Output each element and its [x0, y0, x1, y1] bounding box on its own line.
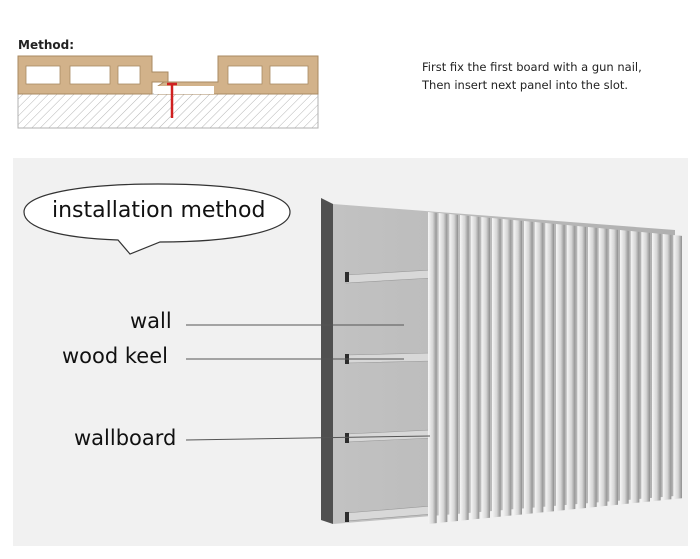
board-hollow	[269, 65, 309, 85]
board-cross-section-diagram	[17, 55, 319, 129]
instruction-line-2: Then insert next panel into the slot.	[422, 78, 629, 92]
wallboard-slat	[545, 223, 554, 513]
wallboard-slat	[566, 225, 576, 510]
wallboard-label: wallboard	[74, 426, 177, 450]
method-label: Method:	[18, 38, 74, 52]
wallboard-slat	[620, 230, 629, 505]
board-hollow	[227, 65, 263, 85]
wallboard-slat	[492, 218, 501, 518]
wallboard-slats	[428, 212, 682, 524]
wallboard-slat	[556, 224, 565, 511]
wallboard-slat	[534, 222, 544, 514]
board-hollow	[117, 65, 141, 85]
wallboard-slat	[652, 233, 661, 502]
wallboard-slat	[524, 221, 533, 515]
wallboard-slat	[449, 214, 458, 522]
board-hollow	[69, 65, 111, 85]
wallboard-slat	[588, 227, 597, 508]
instruction-line-1: First fix the first board with a gun nai…	[422, 60, 642, 74]
wallboard-slat	[428, 212, 437, 524]
wallboard-slat	[598, 228, 608, 507]
wallboard-slat	[630, 231, 640, 504]
wall-edge	[321, 198, 333, 524]
callout-bubble	[23, 183, 291, 255]
callout-text: installation method	[52, 198, 266, 223]
wallboard-slat	[577, 226, 586, 509]
wallboard-slat	[502, 219, 512, 517]
joint-gap	[154, 86, 214, 94]
wallboard-slat	[460, 215, 469, 521]
wallboard-slat	[641, 232, 650, 503]
substrate-base	[17, 93, 319, 129]
wallboard-slat	[662, 234, 672, 501]
wallboard-slat	[470, 216, 480, 520]
board-hollow	[25, 65, 61, 85]
wallboard-slat	[673, 235, 682, 500]
wallboard-leader-line	[185, 435, 431, 441]
installation-instructions: First fix the first board with a gun nai…	[422, 58, 642, 94]
wallboard-slat	[609, 229, 618, 506]
wallboard-slat	[513, 220, 522, 516]
wall-label: wall	[130, 309, 172, 333]
wood-keel-label: wood keel	[62, 344, 168, 368]
wallboard-slat	[438, 213, 448, 523]
wallboard-slat	[481, 217, 490, 519]
